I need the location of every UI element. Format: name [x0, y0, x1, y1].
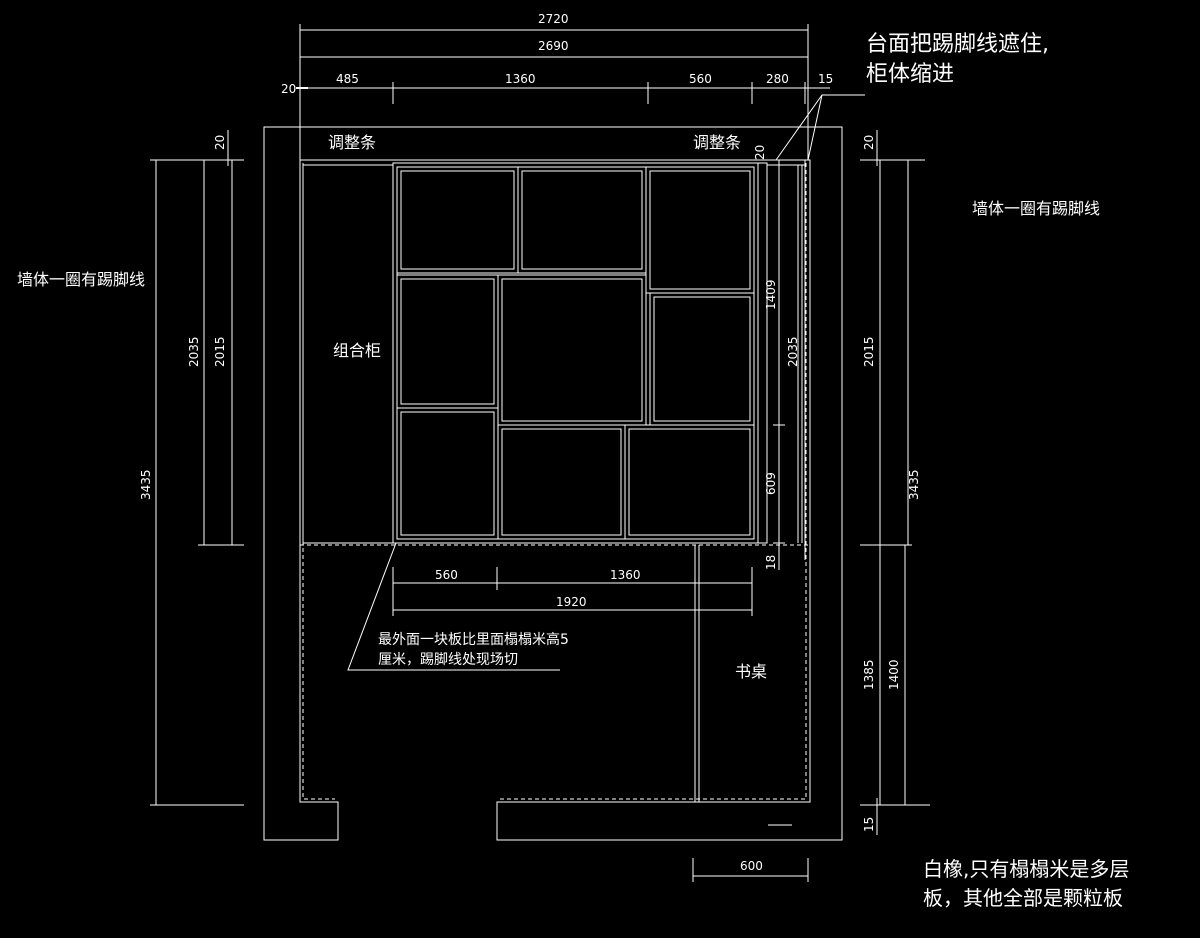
dim-seg-15: 15 — [818, 72, 834, 86]
note-wall-skirting-left: 墙体一圈有踢脚线 — [17, 270, 146, 289]
dim-door-600: 600 — [740, 859, 763, 873]
dim-bottom-1920: 1920 — [556, 595, 587, 609]
dim-left-top-20: 20 — [213, 134, 227, 150]
dim-seg-280: 280 — [766, 72, 789, 86]
cubby — [629, 429, 750, 535]
dim-right-1409: 1409 — [764, 279, 778, 310]
cubby — [397, 167, 518, 273]
leader-outer-board — [348, 543, 560, 670]
dim-bottom-1360: 1360 — [610, 568, 641, 582]
shelf-frame-outer — [393, 163, 758, 543]
cubby — [502, 429, 621, 535]
cubby — [401, 171, 514, 269]
wall-outline — [264, 127, 842, 840]
note-wall-skirting-right: 墙体一圈有踢脚线 — [972, 199, 1101, 218]
dim-outer-2015: 2015 — [862, 336, 876, 367]
cubby — [654, 297, 750, 421]
cubby — [401, 279, 494, 404]
cubby — [650, 171, 750, 289]
label-desk: 书桌 — [735, 662, 768, 681]
cubby — [397, 275, 498, 408]
dim-right-609: 609 — [764, 472, 778, 495]
dim-outer-1400: 1400 — [887, 659, 901, 690]
cubby — [518, 167, 646, 273]
room-dashed-edge — [303, 163, 335, 799]
note-countertop: 台面把踢脚线遮住, 柜体缩进 — [866, 30, 1049, 89]
dim-bottom-560: 560 — [435, 568, 458, 582]
note-outer-board-line2: 厘米，踢脚线处现场切 — [378, 652, 518, 669]
dim-right-top-20: 20 — [753, 144, 767, 160]
adjust-strip-right — [758, 163, 767, 543]
note-material: 白橡,只有榻榻米是多层 板，其他全部是颗粒板 — [923, 855, 1129, 913]
dim-left-2015: 2015 — [213, 336, 227, 367]
dim-right-18: 18 — [764, 554, 778, 570]
note-material-line1: 白橡,只有榻榻米是多层 — [923, 857, 1130, 881]
label-combo-cabinet: 组合柜 — [333, 341, 382, 360]
cubby — [625, 425, 754, 539]
dim-left-3435: 3435 — [139, 469, 153, 500]
dim-total-outer: 2720 — [538, 12, 569, 26]
cubby — [397, 408, 498, 539]
shelf-frame-inner — [397, 167, 754, 539]
dim-outer-1385: 1385 — [862, 659, 876, 690]
label-adjust-strip-right: 调整条 — [693, 133, 742, 152]
dim-left-2035: 2035 — [187, 336, 201, 367]
cubby — [522, 171, 642, 269]
cubby — [646, 167, 754, 293]
leader-countertop — [808, 95, 822, 160]
dim-seg-560: 560 — [689, 72, 712, 86]
dim-outer-top-20: 20 — [862, 134, 876, 150]
dim-right-2035: 2035 — [786, 336, 800, 367]
room-dashed-edge-right — [500, 163, 806, 799]
note-material-line2: 板，其他全部是颗粒板 — [923, 886, 1123, 910]
cubby — [650, 293, 754, 425]
dim-outer-3435: 3435 — [907, 469, 921, 500]
note-outer-board-line1: 最外面一块板比里面榻榻米高5 — [378, 632, 569, 648]
note-countertop-line1: 台面把踢脚线遮住, — [866, 32, 1049, 57]
dim-seg-485: 485 — [336, 72, 359, 86]
note-countertop-line2: 柜体缩进 — [866, 61, 955, 87]
dim-seg-20: 20 — [281, 82, 297, 96]
note-outer-board: 最外面一块板比里面榻榻米高5 厘米，踢脚线处现场切 — [378, 630, 569, 671]
cubby — [498, 425, 625, 539]
dim-seg-1360: 1360 — [505, 72, 536, 86]
dim-total-inner: 2690 — [538, 39, 569, 53]
cubby — [401, 412, 494, 535]
label-adjust-strip-left: 调整条 — [328, 133, 377, 152]
dim-outer-bottom-15: 15 — [862, 816, 876, 832]
cubby — [498, 275, 646, 425]
cubby — [502, 279, 642, 421]
